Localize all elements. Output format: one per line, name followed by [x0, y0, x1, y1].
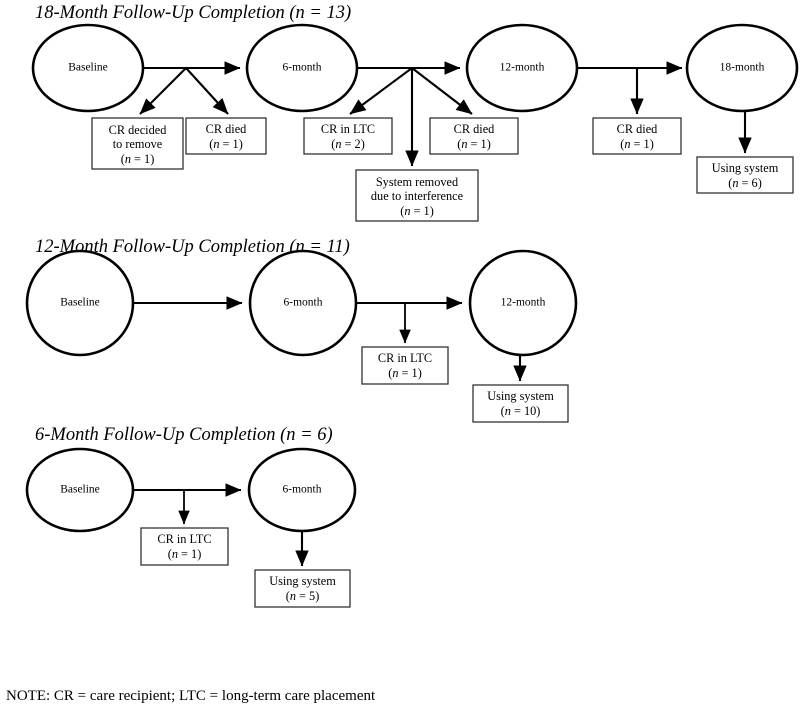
edge-to-cr-ltc: [349, 67, 413, 115]
svg-text:to remove: to remove: [113, 137, 163, 151]
section-title-18-month: 18-Month Follow-Up Completion (n = 13): [35, 3, 351, 23]
box-r1-system-removed[interactable]: System removed due to interference (n = …: [355, 169, 479, 222]
box-r2-cr-ltc[interactable]: CR in LTC (n = 1): [361, 346, 449, 385]
svg-text:(n = 5): (n = 5): [286, 589, 320, 603]
node-r1-18month[interactable]: 18-month: [685, 23, 799, 113]
box-r3-using-system[interactable]: Using system (n = 5): [254, 569, 351, 608]
svg-text:CR died: CR died: [206, 122, 247, 136]
svg-text:CR in LTC: CR in LTC: [157, 532, 211, 546]
svg-text:Baseline: Baseline: [60, 297, 100, 309]
svg-text:(n = 10): (n = 10): [501, 404, 541, 418]
node-r1-6month[interactable]: 6-month: [245, 23, 359, 113]
svg-text:(n = 1): (n = 1): [209, 137, 243, 151]
svg-text:CR died: CR died: [617, 122, 658, 136]
node-r2-baseline[interactable]: Baseline: [25, 249, 135, 357]
row1-connectors: [139, 61, 752, 167]
svg-text:Using system: Using system: [712, 161, 779, 175]
svg-text:(n = 1): (n = 1): [457, 137, 491, 151]
svg-text:(n = 1): (n = 1): [168, 547, 202, 561]
row2-boxes: CR in LTC (n = 1) Using system (n = 10): [361, 346, 569, 423]
svg-text:12-month: 12-month: [501, 297, 546, 309]
box-r3-cr-ltc[interactable]: CR in LTC (n = 1): [140, 527, 229, 566]
row1-boxes: CR decided to remove (n = 1) CR died (n …: [91, 117, 794, 222]
box-r2-using-system[interactable]: Using system (n = 10): [472, 384, 569, 423]
box-r1-cr-died-b[interactable]: CR died (n = 1): [429, 117, 519, 155]
svg-text:6-month: 6-month: [283, 484, 322, 496]
section-title-6-month: 6-Month Follow-Up Completion (n = 6): [35, 425, 333, 445]
svg-text:CR died: CR died: [454, 122, 495, 136]
node-r3-baseline[interactable]: Baseline: [25, 447, 135, 533]
figure-note: NOTE: CR = care recipient; LTC = long-te…: [6, 688, 376, 704]
node-r1-12month[interactable]: 12-month: [465, 23, 579, 113]
edge-to-cr-died-a: [185, 67, 229, 115]
edge-to-cr-died-b: [411, 67, 473, 115]
svg-text:System removed: System removed: [376, 175, 458, 189]
svg-text:(n = 1): (n = 1): [620, 137, 654, 151]
svg-text:(n = 6): (n = 6): [728, 176, 762, 190]
row2-connectors: [133, 296, 527, 382]
svg-text:due to interference: due to interference: [371, 189, 464, 203]
svg-text:18-month: 18-month: [720, 62, 765, 74]
svg-text:Baseline: Baseline: [68, 62, 108, 74]
row1-nodes: Baseline 6-month 12-month 18-month: [31, 23, 799, 113]
svg-text:CR decided: CR decided: [109, 123, 167, 137]
box-r1-using-system[interactable]: Using system (n = 6): [696, 156, 794, 194]
row2-nodes: Baseline 6-month 12-month: [25, 249, 578, 357]
row3-boxes: CR in LTC (n = 1) Using system (n = 5): [140, 527, 351, 608]
node-r2-6month[interactable]: 6-month: [248, 249, 358, 357]
row3-nodes: Baseline 6-month: [25, 447, 357, 533]
box-r1-cr-died-a[interactable]: CR died (n = 1): [185, 117, 267, 155]
svg-text:6-month: 6-month: [283, 62, 322, 74]
svg-text:Using system: Using system: [269, 574, 336, 588]
svg-text:(n = 1): (n = 1): [121, 152, 155, 166]
row3-connectors: [133, 483, 309, 567]
section-title-12-month: 12-Month Follow-Up Completion (n = 11): [35, 237, 350, 257]
svg-text:(n = 1): (n = 1): [400, 204, 434, 218]
box-r1-cr-ltc[interactable]: CR in LTC (n = 2): [303, 117, 393, 155]
svg-text:Using system: Using system: [487, 389, 554, 403]
svg-text:CR in LTC: CR in LTC: [321, 122, 375, 136]
node-r3-6month[interactable]: 6-month: [247, 447, 357, 533]
svg-text:CR in LTC: CR in LTC: [378, 351, 432, 365]
box-r1-cr-decided[interactable]: CR decided to remove (n = 1): [91, 117, 184, 170]
node-r2-12month[interactable]: 12-month: [468, 249, 578, 357]
svg-text:Baseline: Baseline: [60, 484, 100, 496]
box-r1-cr-died-c[interactable]: CR died (n = 1): [592, 117, 682, 155]
edge-to-cr-decided: [139, 67, 187, 115]
svg-text:6-month: 6-month: [284, 297, 323, 309]
svg-text:(n = 1): (n = 1): [388, 366, 422, 380]
svg-text:12-month: 12-month: [500, 62, 545, 74]
svg-text:(n = 2): (n = 2): [331, 137, 365, 151]
node-r1-baseline[interactable]: Baseline: [31, 23, 145, 113]
